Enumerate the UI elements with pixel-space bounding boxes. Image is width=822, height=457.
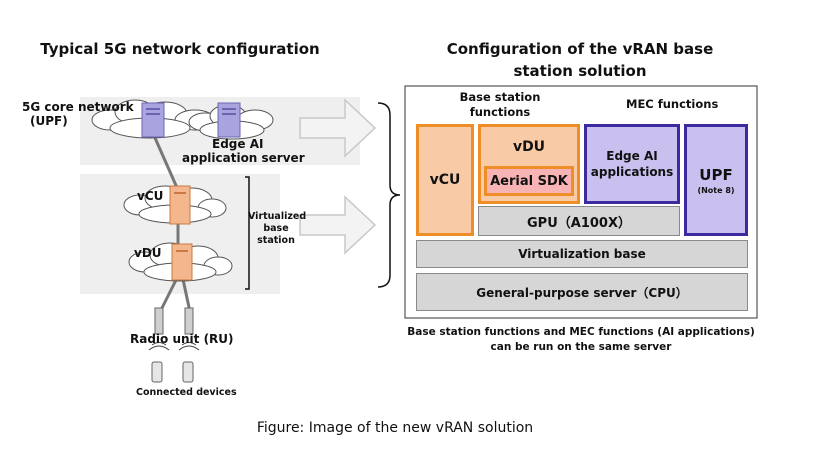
server-icon	[217, 102, 241, 138]
vdu-box-label: vDU	[512, 139, 546, 155]
virtualization-base-box: Virtualization base	[416, 240, 748, 268]
edge-ai-line-2: applications	[590, 165, 674, 179]
mec-functions-label: MEC functions	[626, 97, 719, 111]
server-icon	[169, 185, 191, 225]
base-station-functions-line-1: Base station	[459, 90, 541, 104]
upf-label: UPF	[699, 165, 733, 184]
right-caption-line-2: can be run on the same server	[490, 341, 672, 353]
radio-unit-label: Radio unit (RU)	[130, 332, 234, 346]
core-network-label: 5G core network	[22, 100, 134, 114]
figure-caption: Figure: Image of the new vRAN solution	[256, 420, 534, 436]
virtualized-label-1: Virtualized	[248, 211, 307, 222]
virtualized-label-2: base	[263, 223, 289, 234]
core-network-label-upf: (UPF)	[30, 114, 68, 128]
smartphone-icon	[151, 361, 194, 383]
server-icon	[171, 243, 193, 281]
general-purpose-server-box: General-purpose server（CPU）	[416, 273, 748, 311]
vcu-box: vCU	[416, 124, 474, 236]
right-title-line-2: station solution	[513, 62, 647, 80]
general-purpose-server-label: General-purpose server（CPU）	[476, 285, 688, 300]
brace-icon	[245, 176, 250, 290]
edge-ai-server-label: Edge AI	[212, 137, 264, 151]
right-caption: Base station functions and MEC functions…	[405, 325, 757, 355]
vdu-label: vDU	[134, 246, 162, 260]
arrow-right-icon	[299, 98, 377, 158]
gpu-box: GPU（A100X）	[478, 206, 680, 236]
arrow-right-icon	[299, 195, 377, 255]
right-title-line-1: Configuration of the vRAN base	[446, 40, 714, 58]
edge-ai-line-1: Edge AI	[606, 149, 658, 163]
base-station-functions-line-2: functions	[469, 105, 531, 119]
connected-devices-label: Connected devices	[136, 387, 237, 398]
edge-ai-server-label-2: application server	[182, 151, 305, 165]
right-caption-line-1: Base station functions and MEC functions…	[407, 326, 755, 338]
brace-icon	[377, 102, 401, 288]
upf-box: UPF (Note 8)	[684, 124, 748, 236]
aerial-sdk-label: Aerial SDK	[490, 173, 568, 189]
upf-note: (Note 8)	[697, 185, 735, 195]
base-station-functions-label: Base station functions	[450, 90, 550, 120]
antenna-icon	[154, 307, 194, 335]
left-title: Typical 5G network configuration	[40, 40, 320, 58]
antenna-icon	[148, 342, 200, 351]
vcu-label: vCU	[137, 189, 164, 203]
vcu-box-label: vCU	[429, 172, 461, 188]
edge-ai-applications-box: Edge AI applications	[584, 124, 680, 204]
aerial-sdk-box: Aerial SDK	[484, 166, 574, 196]
virtualization-base-label: Virtualization base	[518, 247, 646, 261]
gpu-label: GPU（A100X）	[527, 215, 631, 231]
virtualized-label-3: station	[257, 235, 295, 246]
server-icon	[141, 102, 165, 138]
